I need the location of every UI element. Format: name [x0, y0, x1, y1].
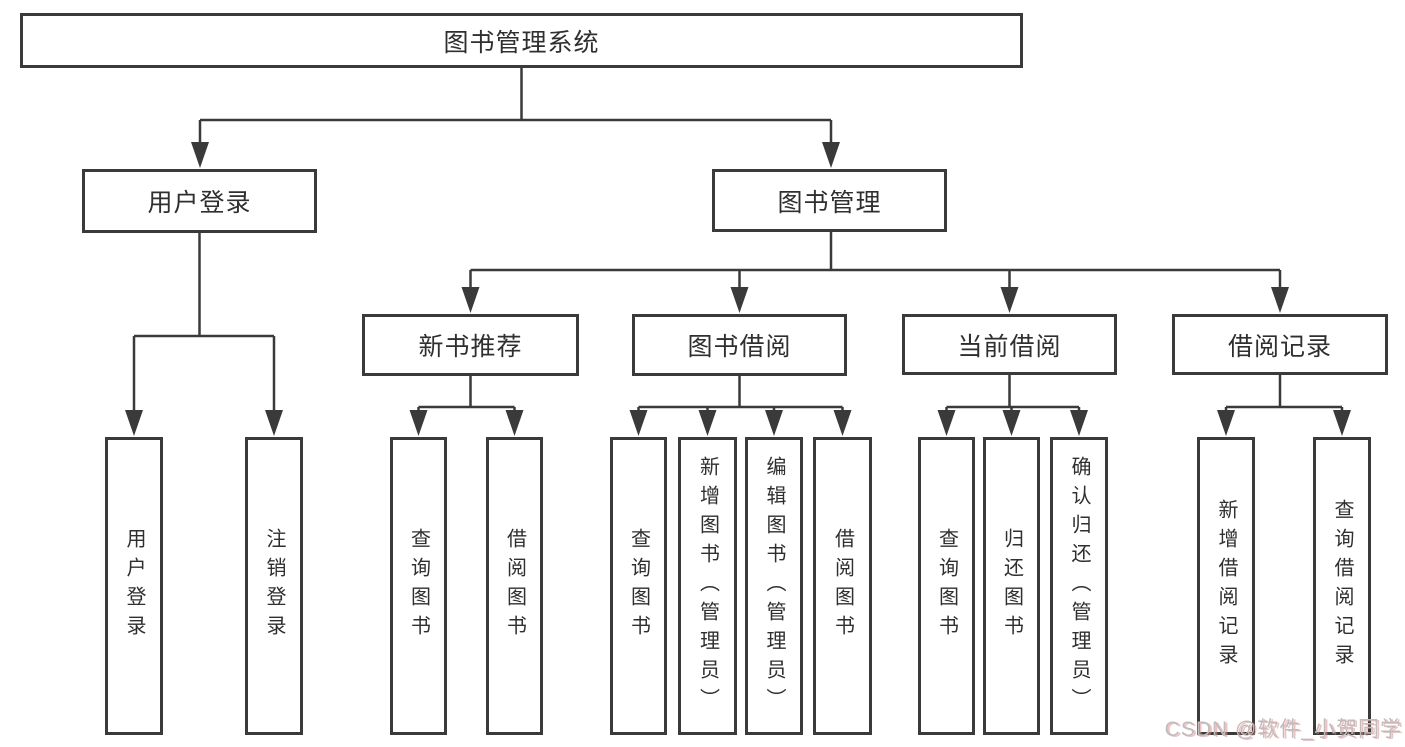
leaf-borrow-book: 借阅图书 — [813, 437, 872, 735]
leaf-borrow-book-recommendation: 借阅图书 — [486, 437, 543, 735]
leaf-logout-label: 注销登录 — [263, 528, 285, 644]
node-new-book-recommendation: 新书推荐 — [362, 314, 579, 376]
leaf-add-borrow-record-label: 新增借阅记录 — [1215, 499, 1237, 673]
leaf-edit-book-admin-label: 编辑图书（管理员） — [763, 455, 785, 717]
arrowheads — [125, 142, 1351, 436]
leaf-add-book-admin-label: 新增图书（管理员） — [696, 455, 719, 717]
node-borrowing-records: 借阅记录 — [1172, 314, 1388, 375]
leaf-query-book-recommendation: 查询图书 — [390, 437, 447, 735]
leaf-query-book-current: 查询图书 — [918, 437, 975, 735]
leaf-logout: 注销登录 — [245, 437, 303, 735]
leaf-query-book-current-label: 查询图书 — [935, 528, 958, 644]
node-book-borrowing: 图书借阅 — [632, 314, 847, 376]
leaf-add-borrow-record: 新增借阅记录 — [1197, 437, 1255, 735]
leaf-confirm-return-admin-label: 确认归还（管理员） — [1068, 455, 1090, 717]
leaf-query-borrow-record: 查询借阅记录 — [1313, 437, 1371, 735]
leaf-borrow-book-recommendation-label: 借阅图书 — [503, 528, 526, 644]
leaf-query-book-borrowing-label: 查询图书 — [627, 528, 650, 644]
leaf-borrow-book-label: 借阅图书 — [831, 528, 854, 644]
leaf-user-login-label: 用户登录 — [123, 528, 145, 644]
leaf-query-book-recommendation-label: 查询图书 — [407, 528, 430, 644]
node-current-borrowing: 当前借阅 — [902, 314, 1117, 375]
leaf-user-login: 用户登录 — [105, 437, 163, 735]
node-root: 图书管理系统 — [20, 13, 1023, 68]
leaf-query-borrow-record-label: 查询借阅记录 — [1331, 499, 1353, 673]
leaf-edit-book-admin: 编辑图书（管理员） — [745, 437, 803, 735]
leaf-add-book-admin: 新增图书（管理员） — [678, 437, 737, 735]
node-user-login: 用户登录 — [82, 169, 317, 233]
leaf-query-book-borrowing: 查询图书 — [610, 437, 667, 735]
node-book-management: 图书管理 — [712, 169, 947, 232]
leaf-confirm-return-admin: 确认归还（管理员） — [1050, 437, 1108, 735]
csdn-watermark: CSDN @软件_小贺同学 — [1164, 718, 1402, 741]
leaf-return-book: 归还图书 — [983, 437, 1040, 735]
leaf-return-book-label: 归还图书 — [1000, 528, 1023, 644]
